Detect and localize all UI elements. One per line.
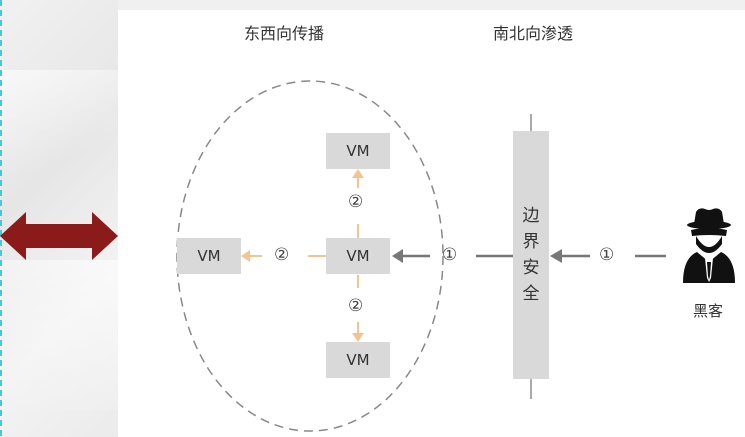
hacker-label: 黑客: [693, 302, 724, 320]
step-two-left: ②: [274, 245, 290, 265]
step-one-outer: ①: [599, 245, 615, 265]
hacker-icon: [683, 208, 735, 283]
step-one-inner: ①: [442, 245, 458, 265]
border-security-char: 安: [522, 258, 540, 278]
vm-box-center: VM: [326, 238, 390, 274]
vm-box-top: VM: [326, 133, 390, 169]
background-facet: [0, 260, 118, 410]
step-two-down: ②: [348, 296, 364, 316]
border-security-label: 边 界 安 全: [513, 203, 549, 307]
border-security-bar: [513, 131, 549, 379]
border-tick-bottom: [530, 379, 532, 399]
border-tick-top: [530, 114, 532, 131]
east-west-title: 东西向传播: [244, 24, 325, 43]
top-band: [118, 0, 745, 10]
attack-arrows: [392, 249, 666, 263]
double-arrow-icon: [0, 212, 118, 260]
vm-box-bottom: VM: [326, 342, 390, 378]
propagation-arrows: [241, 169, 364, 342]
border-security-char: 界: [522, 232, 540, 252]
dashed-edge: [0, 0, 2, 437]
vm-box-left: VM: [177, 238, 241, 274]
border-security-char: 边: [522, 206, 540, 226]
step-two-up: ②: [348, 192, 364, 212]
background-facet: [0, 70, 118, 190]
border-security-char: 全: [522, 284, 540, 304]
north-south-title: 南北向渗透: [493, 24, 574, 43]
